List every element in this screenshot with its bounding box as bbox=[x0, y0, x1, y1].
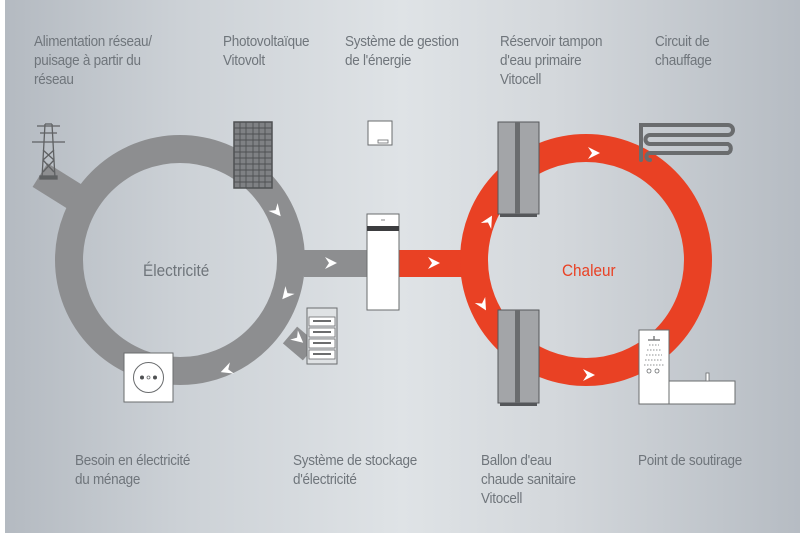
electricity-ring bbox=[55, 135, 305, 385]
arrow-icon bbox=[474, 297, 486, 311]
power-pylon-icon bbox=[32, 123, 65, 180]
arrow-icon bbox=[290, 330, 304, 343]
energy-manager-icon bbox=[367, 120, 393, 146]
label-line: Réservoir tampon bbox=[500, 33, 603, 50]
label-line: du ménage bbox=[75, 471, 141, 488]
battery-storage-icon bbox=[306, 307, 338, 365]
electricity-loop-label: Électricité bbox=[143, 261, 210, 280]
arrow-icon bbox=[268, 203, 281, 217]
label-energy-management: Système de gestion de l'énergie bbox=[345, 32, 459, 70]
power-socket-icon bbox=[123, 352, 174, 403]
buffer-tank-icon bbox=[497, 121, 540, 217]
label-line: Vitovolt bbox=[223, 52, 265, 69]
label-line: réseau bbox=[34, 71, 74, 88]
label-line: Alimentation réseau/ bbox=[34, 33, 152, 50]
label-line: Vitocell bbox=[500, 71, 542, 88]
label-line: chaude sanitaire bbox=[481, 471, 576, 488]
label-line: Circuit de bbox=[655, 33, 710, 50]
label-dhw-cylinder: Ballon d'eau chaude sanitaire Vitocell bbox=[481, 451, 576, 508]
underfloor-heating-icon bbox=[639, 123, 735, 162]
label-draw-off-point: Point de soutirage bbox=[638, 451, 742, 470]
label-line: Point de soutirage bbox=[638, 452, 742, 469]
label-heating-circuit: Circuit de chauffage bbox=[655, 32, 712, 70]
label-grid-supply: Alimentation réseau/ puisage à partir du… bbox=[34, 32, 152, 89]
arrow-icon bbox=[282, 286, 295, 300]
electricity-to-heatpump-line bbox=[304, 250, 374, 277]
label-household-demand: Besoin en électricité du ménage bbox=[75, 451, 190, 489]
label-line: chauffage bbox=[655, 52, 712, 69]
arrow-icon bbox=[325, 257, 337, 269]
electricity-loop bbox=[32, 135, 374, 385]
label-line: puisage à partir du bbox=[34, 52, 141, 69]
diagram-canvas bbox=[32, 120, 736, 406]
arrow-icon bbox=[428, 257, 440, 269]
label-storage-system: Système de stockage d'électricité bbox=[293, 451, 417, 489]
label-line: de l'énergie bbox=[345, 52, 412, 69]
label-line: d'eau primaire bbox=[500, 52, 582, 69]
label-line: Vitocell bbox=[481, 490, 523, 507]
heatpump-to-heat-line bbox=[395, 250, 465, 277]
solar-panel-icon bbox=[233, 121, 273, 189]
heat-loop-label: Chaleur bbox=[562, 261, 616, 280]
label-line: Ballon d'eau bbox=[481, 452, 552, 469]
label-line: Photovoltaïque bbox=[223, 33, 310, 50]
label-buffer-tank: Réservoir tampon d'eau primaire Vitocell bbox=[500, 32, 603, 89]
flow-arrows bbox=[220, 147, 600, 381]
dhw-cylinder-icon bbox=[497, 309, 540, 406]
label-line: Système de gestion bbox=[345, 33, 459, 50]
arrow-icon bbox=[480, 215, 492, 229]
heat-pump-icon bbox=[366, 213, 400, 311]
shower-bath-icon bbox=[638, 329, 736, 405]
arrow-icon bbox=[583, 369, 595, 381]
energy-flow-diagram: Électricité Chaleur Alimentation réseau/… bbox=[5, 0, 800, 533]
arrow-icon bbox=[588, 147, 600, 159]
label-line: Système de stockage bbox=[293, 452, 417, 469]
label-line: d'électricité bbox=[293, 471, 357, 488]
label-line: Besoin en électricité bbox=[75, 452, 191, 469]
arrow-icon bbox=[220, 362, 235, 374]
label-photovoltaic: Photovoltaïque Vitovolt bbox=[223, 32, 310, 70]
